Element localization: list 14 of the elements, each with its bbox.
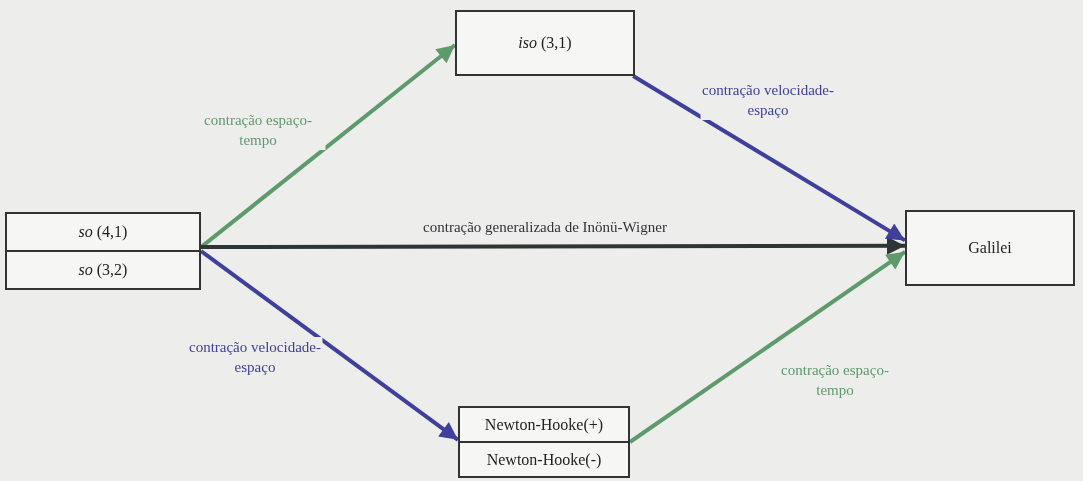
- node-label: so (4,1): [78, 222, 128, 243]
- edge-label: contração velocidade-espaço: [187, 337, 323, 377]
- node-label: Newton-Hooke(-): [486, 449, 602, 471]
- node-label: Galilei: [968, 238, 1012, 258]
- edge-label: contração generalizada de Inönü-Wigner: [422, 218, 668, 237]
- node-label: iso (3,1): [518, 33, 572, 54]
- label-box: [455, 10, 635, 76]
- arrow: [632, 74, 907, 243]
- node-label: so (3,2): [78, 260, 128, 281]
- node-label: Newton-Hooke(+): [484, 414, 604, 436]
- stack-box: [458, 406, 630, 478]
- stack-box: [5, 212, 201, 290]
- arrow: [201, 236, 905, 255]
- label-box: [905, 210, 1075, 286]
